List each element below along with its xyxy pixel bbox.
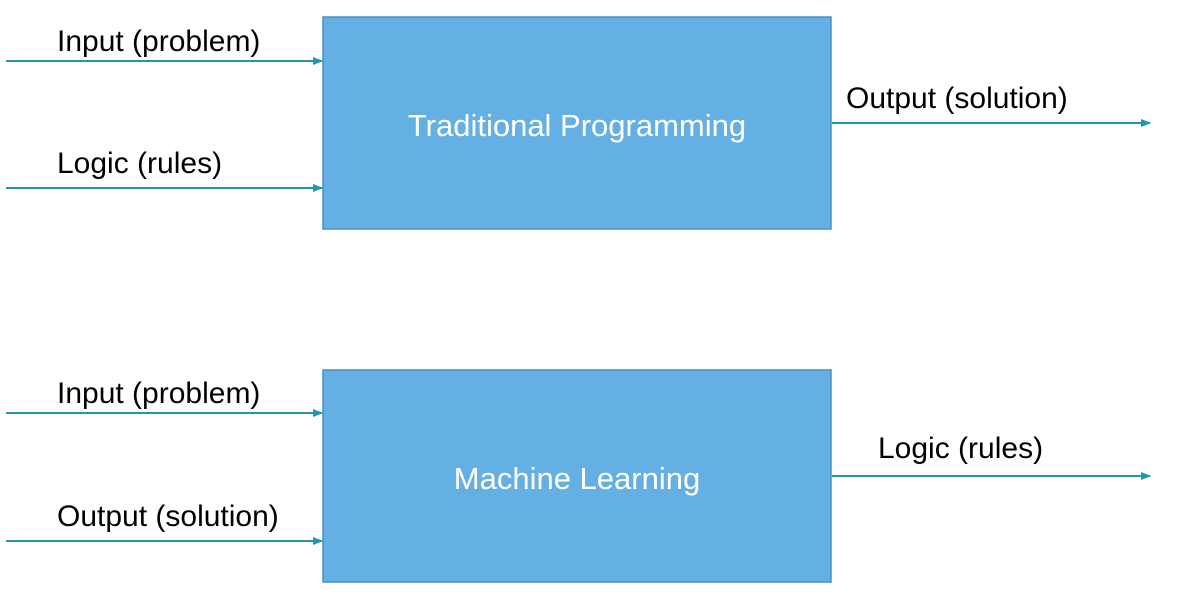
traditional-programming-group: Traditional Programming Input (problem) … (6, 16, 1151, 230)
ml-output-label: Output (solution) (57, 500, 279, 533)
machine-learning-box (322, 369, 832, 583)
ml-logic-label: Logic (rules) (878, 432, 1043, 465)
machine-learning-box-label: Machine Learning (454, 461, 700, 496)
ml-input-label: Input (problem) (57, 377, 260, 410)
traditional-output-label: Output (solution) (846, 82, 1068, 115)
machine-learning-group: Machine Learning Input (problem) Output … (6, 369, 1151, 583)
traditional-logic-label: Logic (rules) (57, 147, 222, 180)
traditional-programming-box-label: Traditional Programming (408, 108, 746, 143)
traditional-input-label: Input (problem) (57, 25, 260, 58)
traditional-programming-box (322, 16, 832, 230)
